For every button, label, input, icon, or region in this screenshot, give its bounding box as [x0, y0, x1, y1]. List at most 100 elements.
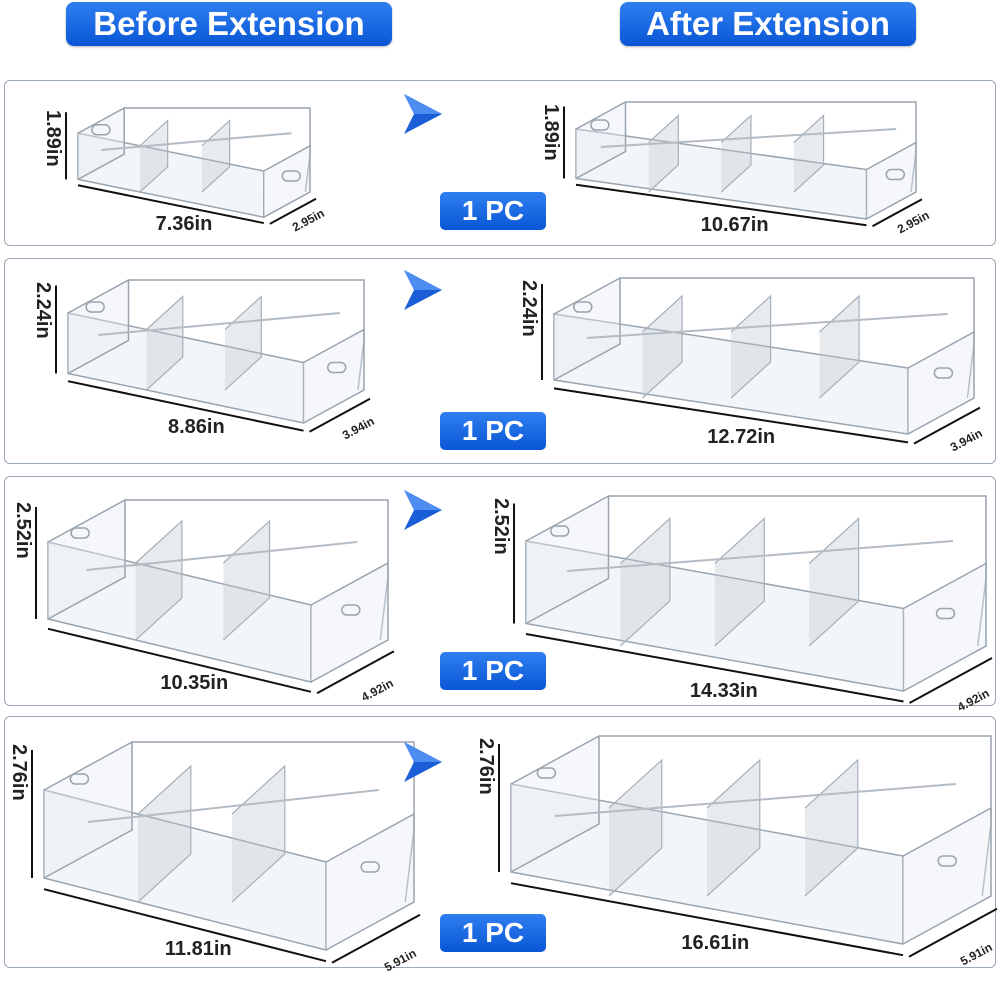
rail — [586, 313, 948, 339]
divider — [706, 758, 761, 897]
handle-left — [85, 301, 105, 313]
dimension-lines — [31, 750, 421, 964]
rail — [600, 128, 897, 148]
handle-right — [935, 607, 956, 620]
after-bin-illustration — [541, 276, 981, 445]
after-height-label: 2.52in — [490, 498, 512, 555]
length-dim-line — [575, 183, 867, 227]
depth-dim-line — [872, 198, 923, 228]
dimension-lines — [498, 744, 998, 958]
divider — [714, 517, 765, 647]
after-bin-illustration — [513, 494, 993, 704]
depth-dim-line — [908, 907, 998, 958]
before-length-label: 7.36in — [155, 212, 213, 235]
rail — [554, 783, 956, 817]
handle-right — [341, 604, 361, 616]
handle-right — [326, 361, 347, 374]
bin-outline — [510, 734, 992, 945]
length-dim-line — [553, 387, 909, 444]
after-length-label: 16.61in — [681, 932, 750, 954]
after-height-label: 2.76in — [475, 738, 497, 795]
divider — [804, 758, 859, 897]
depth-dim-line — [316, 650, 395, 695]
after-bin-illustration — [498, 734, 998, 958]
dimension-lines — [55, 285, 371, 433]
length-dim-line — [47, 627, 312, 693]
before-length-label: 8.86in — [167, 416, 225, 438]
depth-dim-line — [913, 406, 981, 445]
handle-left — [536, 767, 557, 779]
quantity-badge: 1 PC — [440, 652, 546, 690]
divider — [808, 517, 860, 647]
length-dim-line — [510, 882, 904, 957]
bin-outline — [525, 494, 987, 692]
arrow-right-icon — [404, 742, 442, 782]
arrow-right-icon — [404, 490, 442, 530]
length-dim-line — [525, 633, 904, 703]
divider — [619, 517, 671, 647]
dimension-lines — [65, 112, 317, 225]
handle-left — [91, 124, 111, 136]
before-height-label: 2.52in — [12, 502, 34, 559]
before-bin-illustration — [65, 106, 317, 225]
divider — [231, 764, 286, 903]
handle-right — [885, 168, 906, 181]
length-dim-line — [77, 184, 264, 225]
handle-left — [69, 773, 90, 785]
dimension-lines — [513, 503, 993, 704]
quantity-badge: 1 PC — [440, 192, 546, 230]
rail — [101, 132, 292, 151]
bin-outline — [575, 100, 917, 220]
after-extension-header: After Extension — [620, 2, 916, 46]
before-height-label: 2.24in — [32, 282, 54, 339]
bin-outline — [553, 276, 975, 435]
arrow-right-icon — [404, 94, 442, 134]
before-length-label: 11.81in — [164, 938, 232, 960]
after-length-label: 12.72in — [707, 426, 776, 448]
divider — [222, 519, 271, 641]
dimension-lines — [563, 106, 923, 228]
rail — [567, 540, 954, 572]
depth-dim-line — [909, 657, 993, 704]
handle-right — [933, 367, 954, 379]
bin-outline — [43, 740, 415, 951]
before-height-label: 1.89in — [42, 110, 64, 167]
after-bin-illustration — [563, 100, 923, 228]
divider — [608, 758, 663, 897]
handle-right — [281, 170, 302, 182]
after-height-label: 1.89in — [540, 104, 562, 161]
after-length-label: 14.33in — [689, 680, 758, 702]
rail — [87, 789, 379, 823]
handle-right — [937, 855, 957, 867]
divider — [224, 295, 262, 391]
bin-outline — [67, 278, 365, 424]
rail — [98, 312, 340, 336]
quantity-badge: 1 PC — [440, 914, 546, 952]
before-extension-header: Before Extension — [66, 2, 392, 46]
quantity-badge: 1 PC — [440, 412, 546, 450]
handle-right — [360, 861, 380, 873]
handle-left — [550, 525, 570, 537]
bin-outline — [77, 106, 311, 219]
divider — [648, 114, 679, 193]
rail — [86, 541, 358, 571]
handle-left — [590, 119, 610, 131]
before-bin-illustration — [31, 740, 421, 964]
depth-dim-line — [269, 197, 317, 225]
before-bin-illustration — [35, 498, 395, 695]
after-height-label: 2.24in — [518, 280, 540, 337]
dimension-lines — [541, 284, 981, 445]
divider — [642, 294, 683, 399]
bin-outline — [47, 498, 389, 683]
before-bin-illustration — [55, 278, 371, 433]
divider — [720, 114, 752, 193]
handle-left — [70, 527, 90, 539]
before-height-label: 2.76in — [8, 744, 30, 801]
arrow-right-icon — [404, 270, 442, 310]
depth-dim-line — [331, 913, 421, 964]
dimension-lines — [35, 507, 395, 695]
handle-left — [573, 301, 593, 313]
before-length-label: 10.35in — [160, 672, 229, 694]
after-length-label: 10.67in — [700, 214, 769, 236]
length-dim-line — [67, 380, 304, 432]
